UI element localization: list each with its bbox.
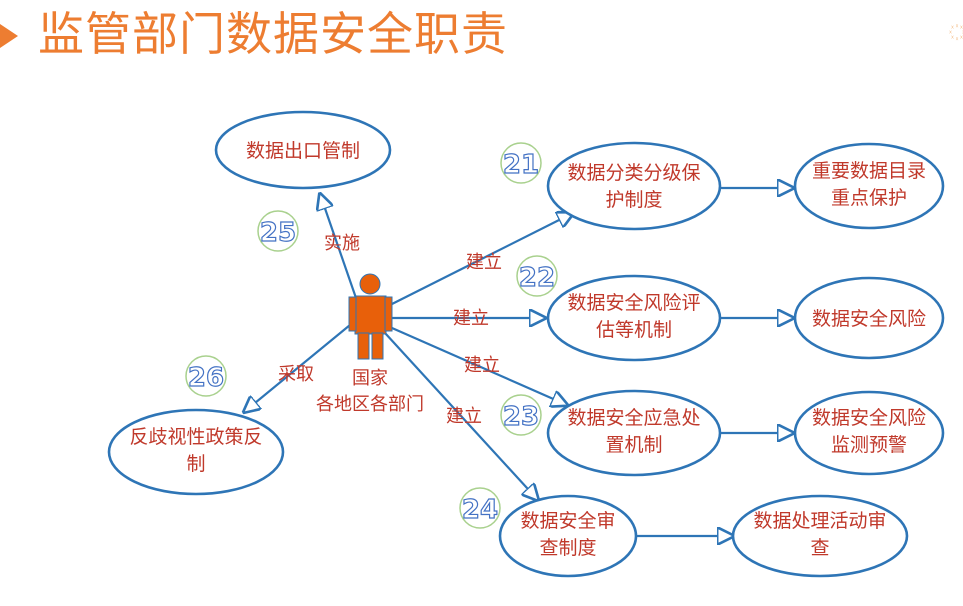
node-review-label-1: 数据安全审	[520, 510, 615, 532]
badge-22: 22	[516, 255, 558, 297]
actor-label-1: 国家	[352, 368, 388, 389]
node-classification-label-1: 数据分类分级保	[567, 162, 700, 184]
node-activity-review-label-1: 数据处理活动审	[753, 510, 886, 532]
svg-text:26: 26	[188, 363, 224, 393]
svg-text:25: 25	[260, 218, 296, 248]
node-key-protection-label-1: 重要数据目录	[812, 160, 926, 182]
svg-text:23: 23	[503, 402, 539, 432]
svg-text:22: 22	[519, 263, 555, 293]
node-emergency-label-1: 数据安全应急处	[567, 407, 700, 429]
node-monitor	[793, 390, 945, 476]
edge-establish-3	[391, 326, 567, 405]
node-anti-discrimination-label-1: 反歧视性政策反	[129, 426, 262, 448]
node-risk-eval-label-1: 数据安全风险评	[567, 292, 700, 314]
node-exit-control-label: 数据出口管制	[246, 140, 360, 162]
person-icon	[348, 273, 393, 360]
node-monitor-label-2: 监测预警	[831, 434, 907, 456]
node-risk-label: 数据安全风险	[812, 308, 926, 330]
node-classification	[546, 141, 722, 231]
node-review-label-2: 查制度	[539, 537, 596, 559]
badge-26: 26	[185, 355, 227, 397]
node-activity-review	[731, 494, 909, 578]
node-classification-label-2: 护制度	[605, 189, 662, 211]
node-key-protection-label-2: 重点保护	[831, 187, 907, 209]
node-anti-discrimination-label-2: 制	[186, 453, 205, 475]
node-exit-control	[214, 110, 392, 190]
badge-24: 24	[459, 487, 501, 529]
node-monitor-label-1: 数据安全风险	[812, 407, 926, 429]
edge-label-implement: 实施	[324, 233, 360, 254]
edge-label-establish-1: 建立	[466, 252, 502, 273]
page-title: 监管部门数据安全职责	[38, 7, 508, 61]
node-risk-eval	[546, 274, 722, 362]
node-emergency-label-2: 置机制	[605, 434, 662, 456]
edge-label-establish-3: 建立	[464, 355, 500, 376]
node-activity-review-label-2: 查	[810, 537, 829, 559]
node-review	[498, 494, 638, 578]
badge-23: 23	[500, 394, 542, 436]
node-emergency	[546, 389, 722, 477]
edge-establish-4	[384, 332, 538, 500]
edge-adopt	[244, 324, 351, 412]
edge-label-establish-4: 建立	[446, 406, 482, 427]
badge-25: 25	[257, 210, 299, 252]
node-risk	[793, 276, 945, 360]
edge-label-adopt: 采取	[278, 364, 314, 385]
edge-implement	[320, 194, 358, 299]
actor-label-2: 各地区各部门	[316, 394, 424, 415]
edge-establish-1	[389, 213, 573, 306]
title-arrow-icon	[0, 24, 18, 48]
node-anti-discrimination	[107, 408, 285, 496]
node-risk-eval-label-2: 估等机制	[596, 319, 672, 341]
node-key-protection	[793, 142, 945, 230]
edge-label-establish-2: 建立	[453, 308, 489, 329]
badge-21: 21	[500, 142, 542, 184]
svg-text:21: 21	[503, 150, 539, 180]
svg-text:24: 24	[462, 495, 498, 525]
